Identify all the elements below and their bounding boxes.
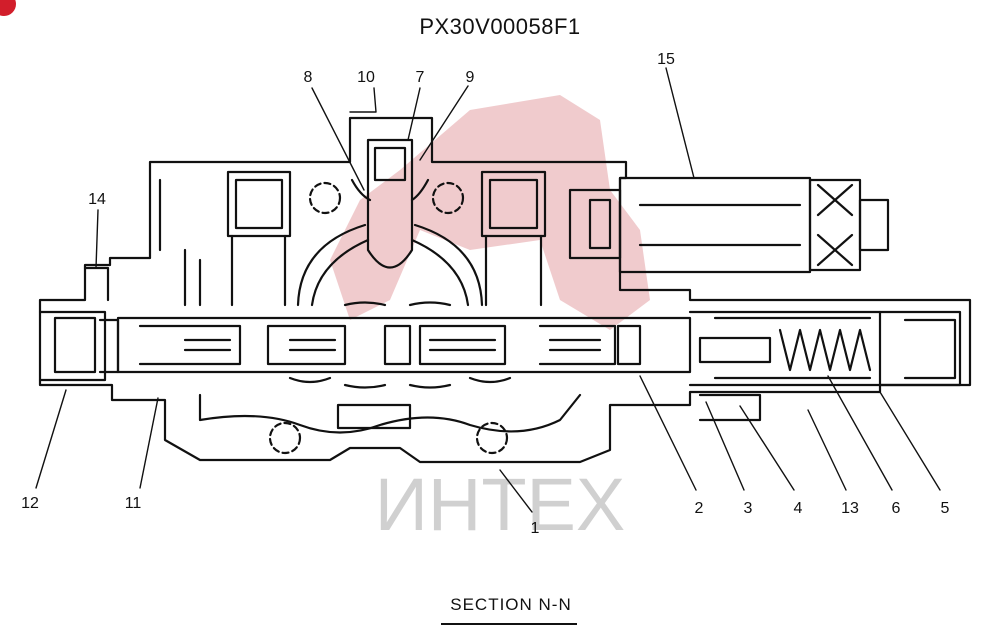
spring [778,328,872,372]
callout-11: 11 [125,495,142,512]
callout-4: 4 [794,500,803,517]
callout-7: 7 [416,69,425,86]
callout-9: 9 [466,69,475,86]
callout-2: 2 [695,500,704,517]
watermark-text: ИНТЕХ [375,463,626,546]
corner-badge [0,0,16,16]
section-caption: SECTION N-N [450,595,572,614]
callout-3: 3 [744,500,753,517]
callout-6: 6 [892,500,901,517]
callout-12: 12 [21,495,39,512]
lower-passage [198,393,582,434]
solenoid [618,176,812,274]
caption-underline [441,623,577,625]
callout-14: 14 [88,191,106,208]
check-valve [366,138,414,269]
callout-15: 15 [657,51,675,68]
bolt-hole-lower-right [475,421,509,455]
upper-port-left [226,170,292,238]
bridge-passage [296,223,484,307]
left-end-plug [38,310,107,382]
bolt-hole-upper-right [431,181,465,215]
upper-port-right [480,170,547,238]
callout-1: 1 [531,520,540,537]
callout-10: 10 [357,69,375,86]
spring-housing [688,310,882,387]
drawing-number: PX30V00058F1 [419,14,581,39]
bolt-hole-lower-left [268,421,302,455]
callout-13: 13 [841,500,859,517]
spool [116,316,692,374]
callout-5: 5 [941,500,950,517]
bolt-hole-upper-left [308,181,342,215]
callout-8: 8 [304,69,313,86]
port-boss [83,266,110,302]
